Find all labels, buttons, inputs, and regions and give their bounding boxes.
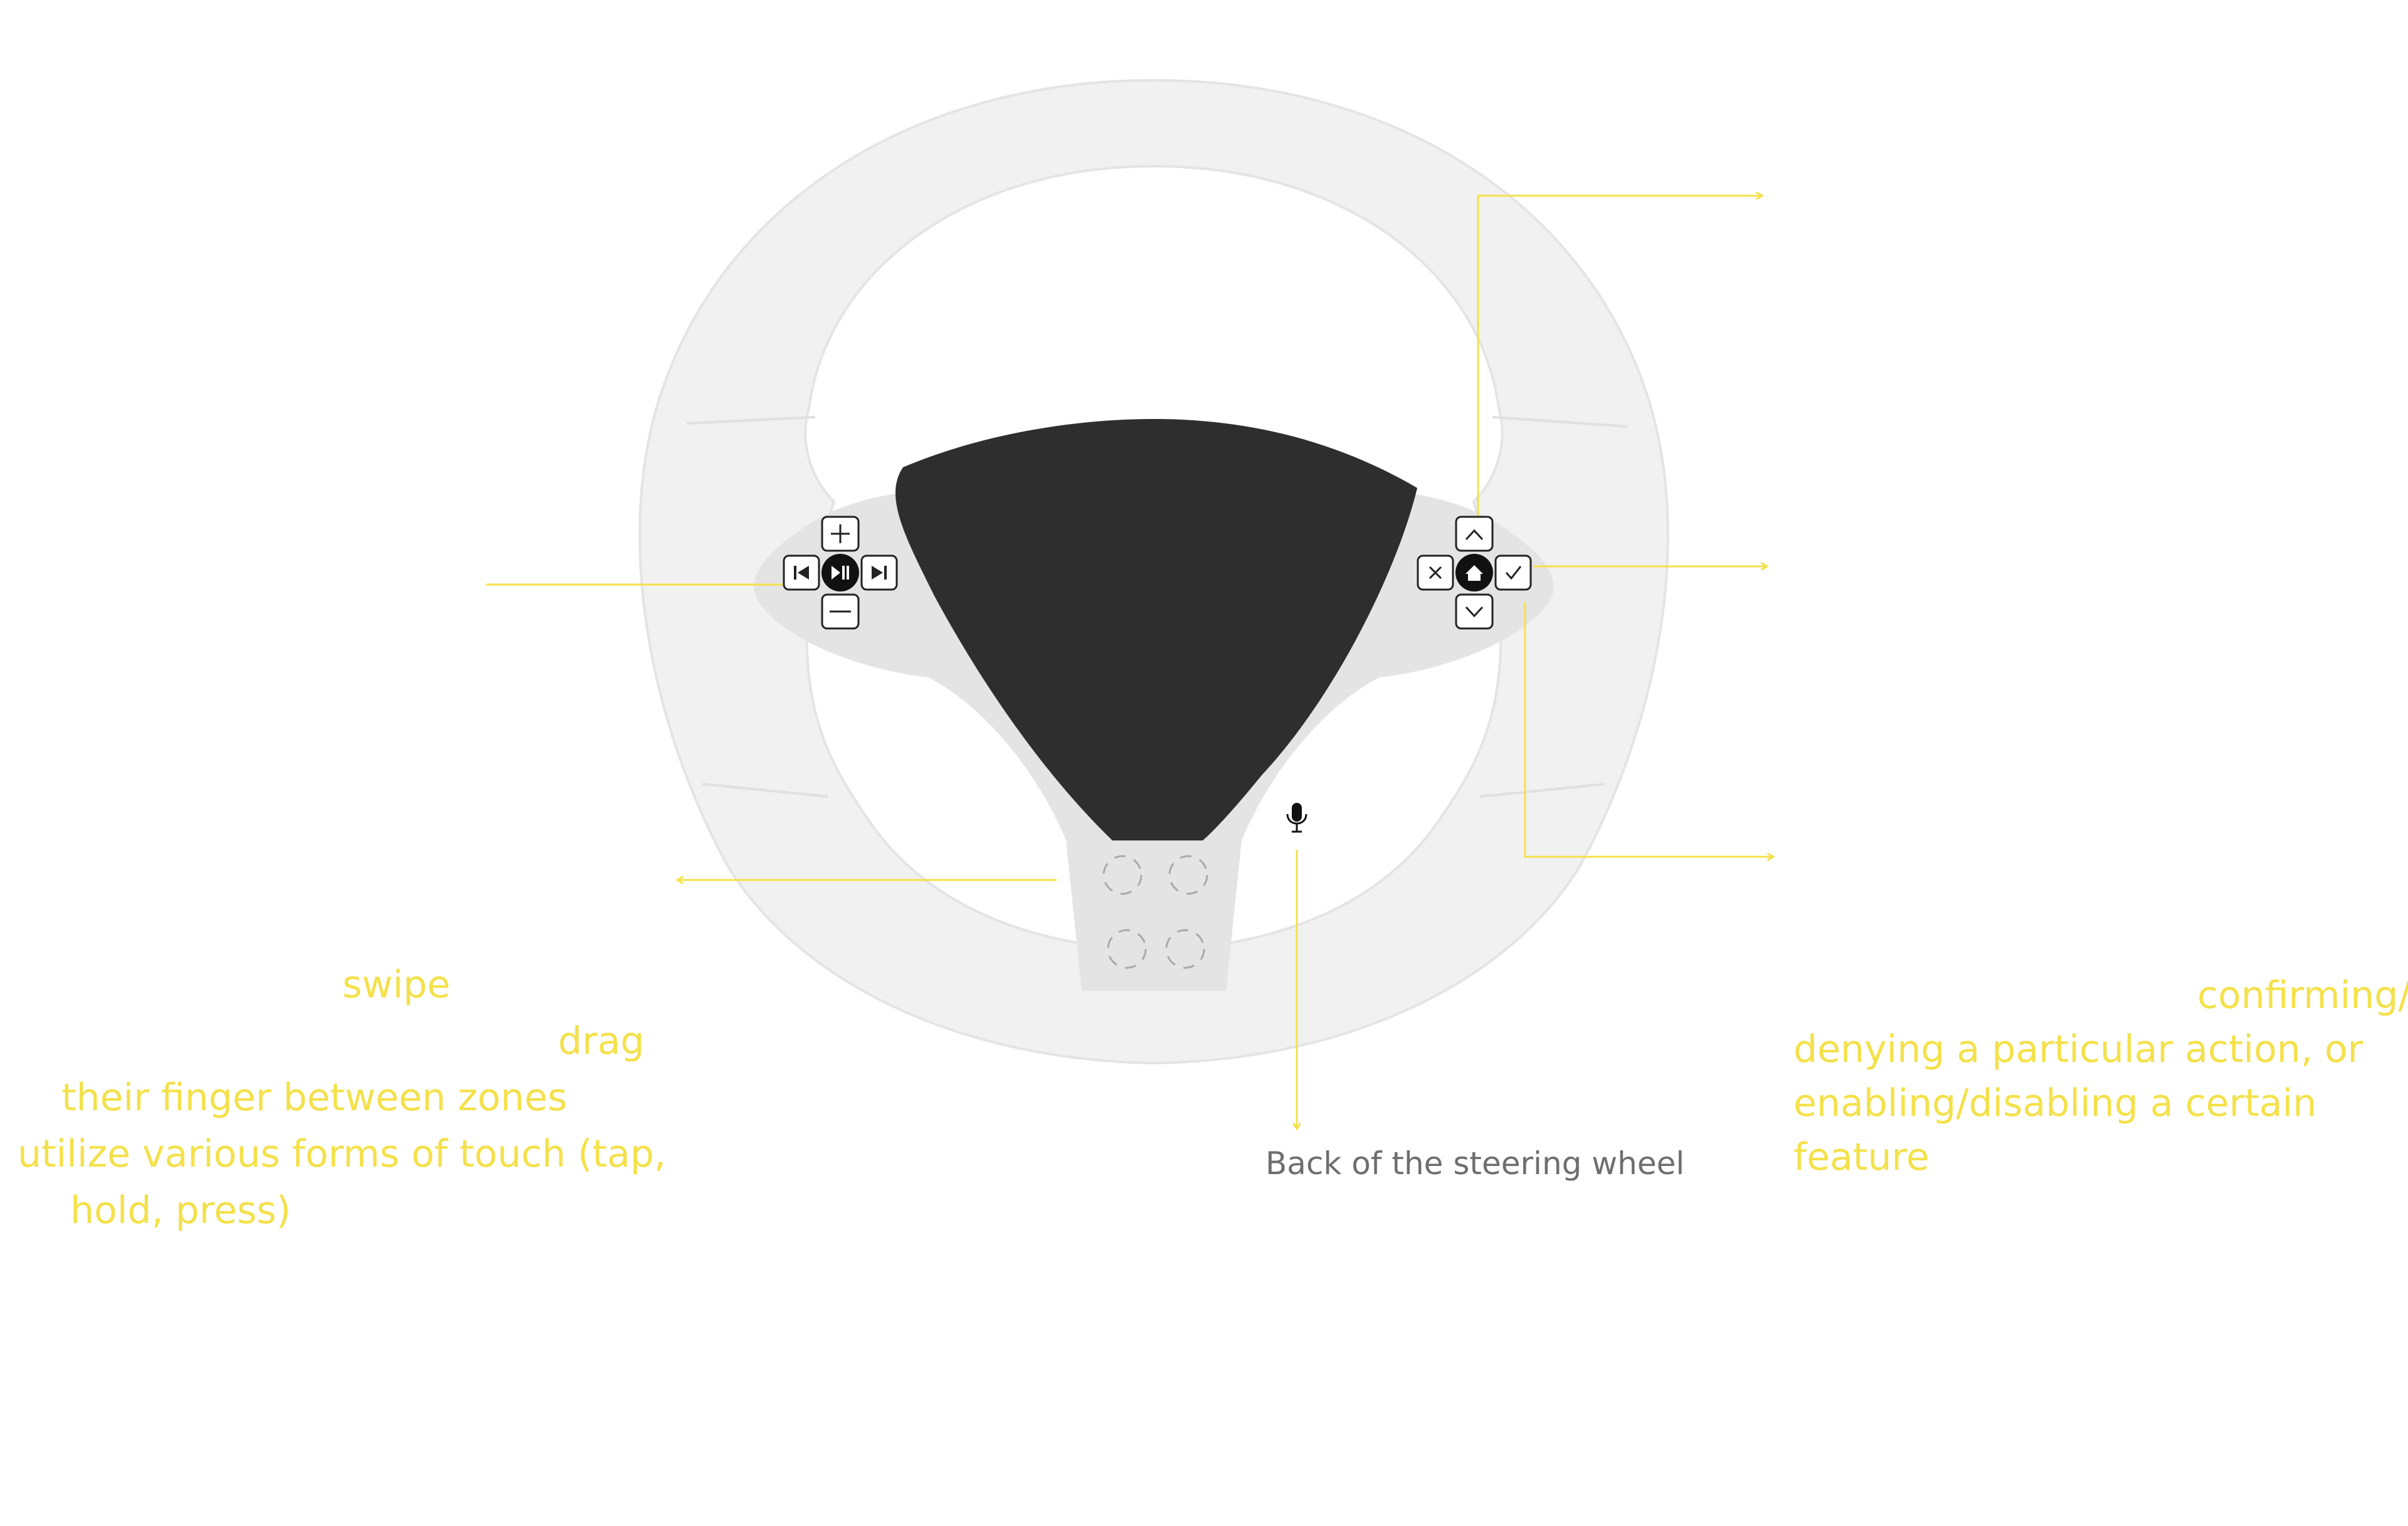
volume-up-button[interactable] bbox=[821, 516, 860, 552]
swipe-label: swipe bbox=[342, 963, 451, 1007]
play-pause-button[interactable] bbox=[821, 554, 859, 591]
volume-down-button[interactable] bbox=[821, 593, 860, 630]
confirm-deny-label-3: enabling/disabling a certain bbox=[1793, 1081, 2317, 1125]
rear-paddle-3 bbox=[1107, 929, 1147, 969]
down-button[interactable] bbox=[1455, 593, 1494, 630]
media-dpad bbox=[783, 516, 898, 630]
down-button-leader bbox=[1524, 602, 1773, 857]
plus-icon bbox=[831, 524, 850, 543]
rear-paddle-2 bbox=[1168, 855, 1208, 895]
navigation-dpad bbox=[1417, 516, 1532, 630]
drag-label: drag bbox=[558, 1019, 645, 1063]
next-track-icon bbox=[872, 566, 887, 580]
confirm-deny-label-4: feature bbox=[1793, 1135, 1930, 1179]
back-of-wheel-caption: Back of the steering wheel bbox=[1265, 1145, 1685, 1182]
rear-paddle-1 bbox=[1102, 855, 1143, 895]
check-icon bbox=[1505, 566, 1522, 580]
finger-zones-label: their finger between zones bbox=[61, 1076, 568, 1120]
close-icon bbox=[1428, 566, 1442, 580]
up-button-leader bbox=[1477, 196, 1762, 522]
confirm-deny-label-2: denying a particular action, or bbox=[1793, 1027, 2363, 1071]
rear-paddles bbox=[1102, 855, 1208, 969]
rear-paddle-4 bbox=[1165, 929, 1205, 969]
confirm-button[interactable] bbox=[1494, 554, 1532, 591]
confirm-deny-label-1: confirming/ bbox=[2197, 973, 2408, 1017]
cancel-button[interactable] bbox=[1417, 554, 1454, 591]
chevron-up-icon bbox=[1465, 529, 1484, 541]
rim-seams bbox=[686, 416, 1628, 798]
home-icon bbox=[1465, 565, 1483, 581]
airbag-cover bbox=[895, 419, 1417, 840]
touch-forms-label-2: hold, press) bbox=[70, 1189, 291, 1232]
play-pause-icon bbox=[832, 566, 849, 580]
up-button[interactable] bbox=[1455, 516, 1494, 552]
microphone-icon bbox=[1286, 803, 1307, 833]
previous-track-icon bbox=[794, 566, 809, 580]
annotation-lines bbox=[486, 196, 1773, 1129]
previous-track-button[interactable] bbox=[783, 554, 820, 591]
chevron-down-icon bbox=[1465, 606, 1484, 618]
home-button[interactable] bbox=[1455, 554, 1493, 591]
next-track-button[interactable] bbox=[860, 554, 898, 591]
touch-forms-label: utilize various forms of touch (tap, bbox=[18, 1132, 667, 1176]
voice-button[interactable] bbox=[1286, 803, 1307, 833]
